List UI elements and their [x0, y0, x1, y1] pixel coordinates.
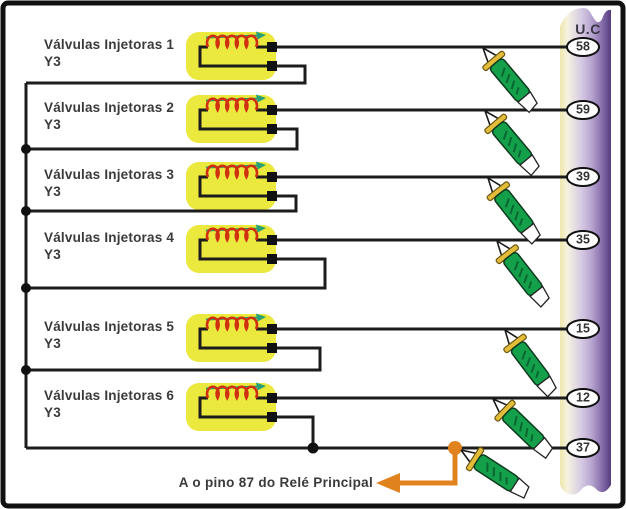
test-probe-icon [493, 321, 564, 402]
test-probe-icon [476, 168, 548, 250]
test-probe-icon [474, 101, 547, 181]
pin-number-12: 12 [576, 390, 590, 405]
injector-coil-icon [205, 227, 259, 243]
relay-tap-arrow-icon [376, 473, 400, 493]
injector-code: Y3 [44, 336, 61, 351]
injector-body [186, 225, 276, 273]
injector-code: Y3 [44, 117, 61, 132]
pin-number-15: 15 [576, 321, 590, 336]
pin-number-37: 37 [576, 440, 590, 455]
test-probe-icon [482, 388, 560, 465]
injector-row-6 [186, 382, 570, 448]
return-wire [277, 415, 315, 448]
injector-label-1: Válvulas Injetoras 1 Y3 [44, 36, 174, 70]
injector-name: Válvulas Injetoras 3 [44, 167, 175, 182]
terminal [267, 324, 277, 334]
coil-lead-wire [198, 327, 269, 350]
flow-arrow-head-icon [256, 382, 266, 391]
injector-code: Y3 [44, 54, 61, 69]
test-probe-icon [472, 38, 545, 118]
injector-coil-icon [205, 316, 259, 332]
return-wire [26, 257, 327, 290]
injector-name: Válvulas Injetoras 2 [44, 100, 175, 115]
injector-code: Y3 [44, 184, 61, 199]
injector-label-2: Válvulas Injetoras 2 Y3 [44, 99, 174, 133]
test-probe-icon [485, 231, 557, 313]
injector-name: Válvulas Injetoras 1 [44, 37, 175, 52]
injector-row-5 [26, 313, 570, 372]
pin-number-35: 35 [576, 232, 590, 247]
return-wire [26, 127, 299, 151]
pin-number-59: 59 [576, 102, 590, 117]
return-wire [26, 194, 298, 213]
injector-row-1 [26, 31, 570, 85]
return-wire [26, 64, 307, 85]
injector-body [186, 383, 276, 431]
injector-code: Y3 [44, 247, 61, 262]
terminal [267, 42, 277, 52]
injector-coil-icon [205, 385, 259, 401]
return-wire [26, 346, 322, 372]
pin-number-39: 39 [576, 169, 590, 184]
injector-coil-icon [205, 34, 259, 50]
coil-lead-wire [198, 396, 269, 419]
pin-connectors [566, 37, 600, 458]
relay-tap-node [448, 441, 462, 455]
injector-name: Válvulas Injetoras 4 [44, 230, 175, 245]
flow-arrow-head-icon [256, 94, 266, 103]
injector-body [186, 162, 276, 210]
terminal [267, 235, 277, 245]
injector-name: Válvulas Injetoras 6 [44, 388, 175, 403]
coil-lead-wire [198, 175, 269, 198]
injector-coil-icon [205, 164, 259, 180]
control-unit-title: U.C [575, 21, 601, 37]
injector-coil-icon [205, 97, 259, 113]
pin-number-58: 58 [576, 39, 590, 54]
junction-dot-icon [21, 144, 319, 454]
flow-arrow-head-icon [256, 224, 266, 233]
coil-lead-wire [198, 45, 269, 68]
flow-arrow-head-icon [256, 31, 266, 40]
injector-name: Válvulas Injetoras 5 [44, 319, 175, 334]
control-unit-bar [560, 8, 611, 495]
injector-label-4: Válvulas Injetoras 4 Y3 [44, 229, 174, 263]
injector-body [186, 32, 276, 80]
coil-lead-wire [198, 238, 269, 261]
terminal [267, 61, 277, 71]
injector-row-3 [26, 161, 570, 213]
injector-label-5: Válvulas Injetoras 5 Y3 [44, 318, 174, 352]
terminal [267, 191, 277, 201]
terminal [267, 393, 277, 403]
injector-code: Y3 [44, 405, 61, 420]
flow-arrow-head-icon [256, 161, 266, 170]
injector-body [186, 95, 276, 143]
relay-note: A o pino 87 do Relé Principal [178, 475, 373, 490]
relay-tap [376, 441, 462, 493]
injector-row-4 [26, 224, 570, 290]
terminal [267, 105, 277, 115]
terminal [267, 412, 277, 422]
terminal [267, 343, 277, 353]
injector-label-3: Válvulas Injetoras 3 Y3 [44, 166, 174, 200]
terminal [267, 172, 277, 182]
terminal [267, 124, 277, 134]
relay-tap-wire [398, 448, 458, 486]
flow-arrow-head-icon [256, 313, 266, 322]
coil-lead-wire [198, 108, 269, 131]
injector-body [186, 314, 276, 362]
terminal [267, 254, 277, 264]
injector-row-2 [26, 94, 570, 151]
injector-label-6: Válvulas Injetoras 6 Y3 [44, 387, 174, 421]
